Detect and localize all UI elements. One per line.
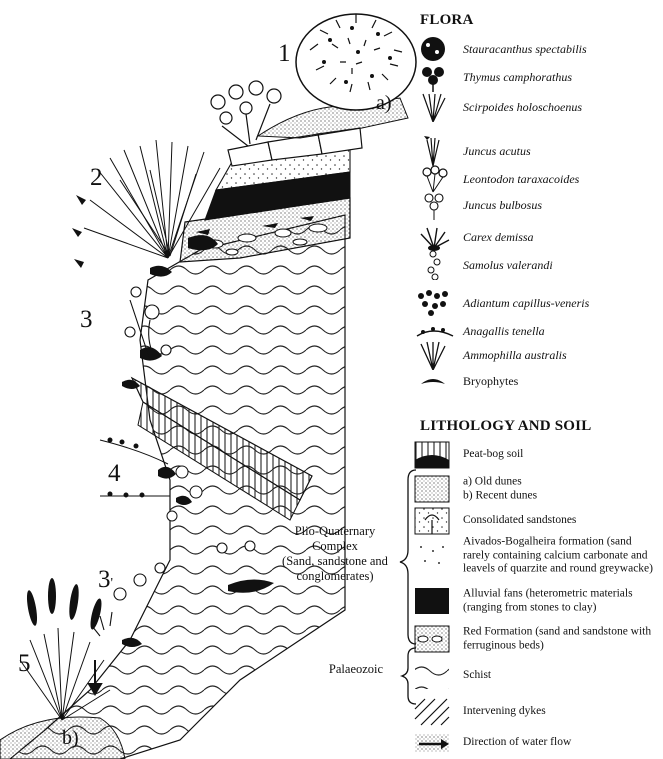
gorse-shrub-icon <box>413 34 459 64</box>
flora-label: Stauracanthus spectabilis <box>463 42 659 56</box>
litho-label: a) Old dunes b) Recent dunes <box>463 475 659 502</box>
litho-row-schist: Schist <box>413 660 663 692</box>
litho-row-water: Direction of water flow <box>413 728 663 758</box>
schist-wave-swatch-icon <box>413 660 459 692</box>
water-flow-arrow <box>89 660 101 694</box>
zone-4-label: 4 <box>108 460 121 488</box>
litho-label: Alluvial fans (heterometric materials (r… <box>463 587 659 614</box>
zone-3-label: 3 <box>80 306 93 334</box>
flora-label: Juncus bulbosus <box>463 198 659 212</box>
flora-label: Juncus acutus <box>463 144 659 158</box>
litho-row-red-formation: Red Formation (sand and sandstone with f… <box>413 622 663 656</box>
zone-2-label: 2 <box>90 164 103 192</box>
rush-tuft-icon <box>413 92 459 122</box>
marram-spikes <box>25 578 104 630</box>
dune-tag-a: a) <box>376 92 392 115</box>
litho-row-alluvial: Alluvial fans (heterometric materials (r… <box>413 584 663 618</box>
red-formation-swatch-icon <box>413 622 459 656</box>
water-flow-arrow-icon <box>413 728 459 758</box>
flora-title: FLORA <box>420 12 474 29</box>
flora-label: Ammophilla australis <box>463 348 659 362</box>
litho-label: Peat-bog soil <box>463 448 659 462</box>
zone-1-label: 1 <box>278 40 291 68</box>
maidenhair-fern-icon <box>413 288 459 318</box>
litho-row-aivados: Aivados-Bogalheira formation (sand rarel… <box>413 530 663 582</box>
gorse-shrub <box>296 14 416 110</box>
flora-label: Leontodon taraxacoides <box>463 172 659 186</box>
litho-row-dunes: a) Old dunes b) Recent dunes <box>413 472 663 506</box>
flora-row-juncus-acutus: Juncus acutus <box>413 136 663 166</box>
palaeozoic-label: Palaeozoic <box>316 662 396 677</box>
flora-row-carex: Carex demissa <box>413 222 663 252</box>
flora-label: Thymus camphorathus <box>463 70 659 84</box>
flora-row-scirpoides: Scirpoides holoschoenus <box>413 92 663 122</box>
zone-3b-label: 3' <box>98 566 113 594</box>
spiny-rush-heads <box>72 195 86 268</box>
flora-label: Scirpoides holoschoenus <box>463 100 659 114</box>
litho-label: Red Formation (sand and sandstone with f… <box>463 625 659 652</box>
litho-label: Intervening dykes <box>463 705 659 719</box>
flora-label: Anagallis tenella <box>463 324 659 338</box>
peat-soil-swatch-icon <box>413 440 459 470</box>
litho-label: Direction of water flow <box>463 736 659 750</box>
flora-row-thymus: Thymus camphorathus <box>413 62 663 92</box>
flora-row-samolus: Samolus valerandi <box>413 250 663 280</box>
flora-label: Carex demissa <box>463 230 659 244</box>
flora-label: Bryophytes <box>463 374 659 388</box>
dune-tag-b: b) <box>62 727 79 750</box>
litho-row-peat: Peat-bog soil <box>413 440 663 470</box>
plio-quaternary-label: Plio-Quaternary Complex (Sand, sandstone… <box>270 524 400 584</box>
sparse-dot-swatch-icon <box>413 530 459 582</box>
flora-label: Samolus valerandi <box>463 258 659 272</box>
flora-row-bryophytes: Bryophytes <box>413 366 663 396</box>
spiny-rush-icon <box>413 136 459 166</box>
litho-label: Schist <box>463 669 659 683</box>
litho-label: Aivados-Bogalheira formation (sand rarel… <box>463 536 659 577</box>
thyme-cushion-icon <box>413 62 459 92</box>
litho-row-dykes: Intervening dykes <box>413 696 663 728</box>
flora-row-stauracanthus: Stauracanthus spectabilis <box>413 34 663 64</box>
brookweed-icon <box>413 250 459 280</box>
flora-label: Adiantum capillus-veneris <box>463 296 659 310</box>
dune-sand-swatch-icon <box>413 472 459 506</box>
lithology-title: LITHOLOGY AND SOIL <box>420 418 591 435</box>
zone-5-label: 5 <box>18 650 31 678</box>
bulbous-rush-icon <box>413 190 459 220</box>
litho-label: Consolidated sandstones <box>463 514 659 528</box>
flora-row-adiantum: Adiantum capillus-veneris <box>413 288 663 318</box>
dyke-hatch-swatch-icon <box>413 696 459 728</box>
alluvial-black-swatch-icon <box>413 584 459 618</box>
sedge-icon <box>413 222 459 252</box>
moss-icon <box>413 366 459 396</box>
flora-row-juncus-bulbosus: Juncus bulbosus <box>413 190 663 220</box>
